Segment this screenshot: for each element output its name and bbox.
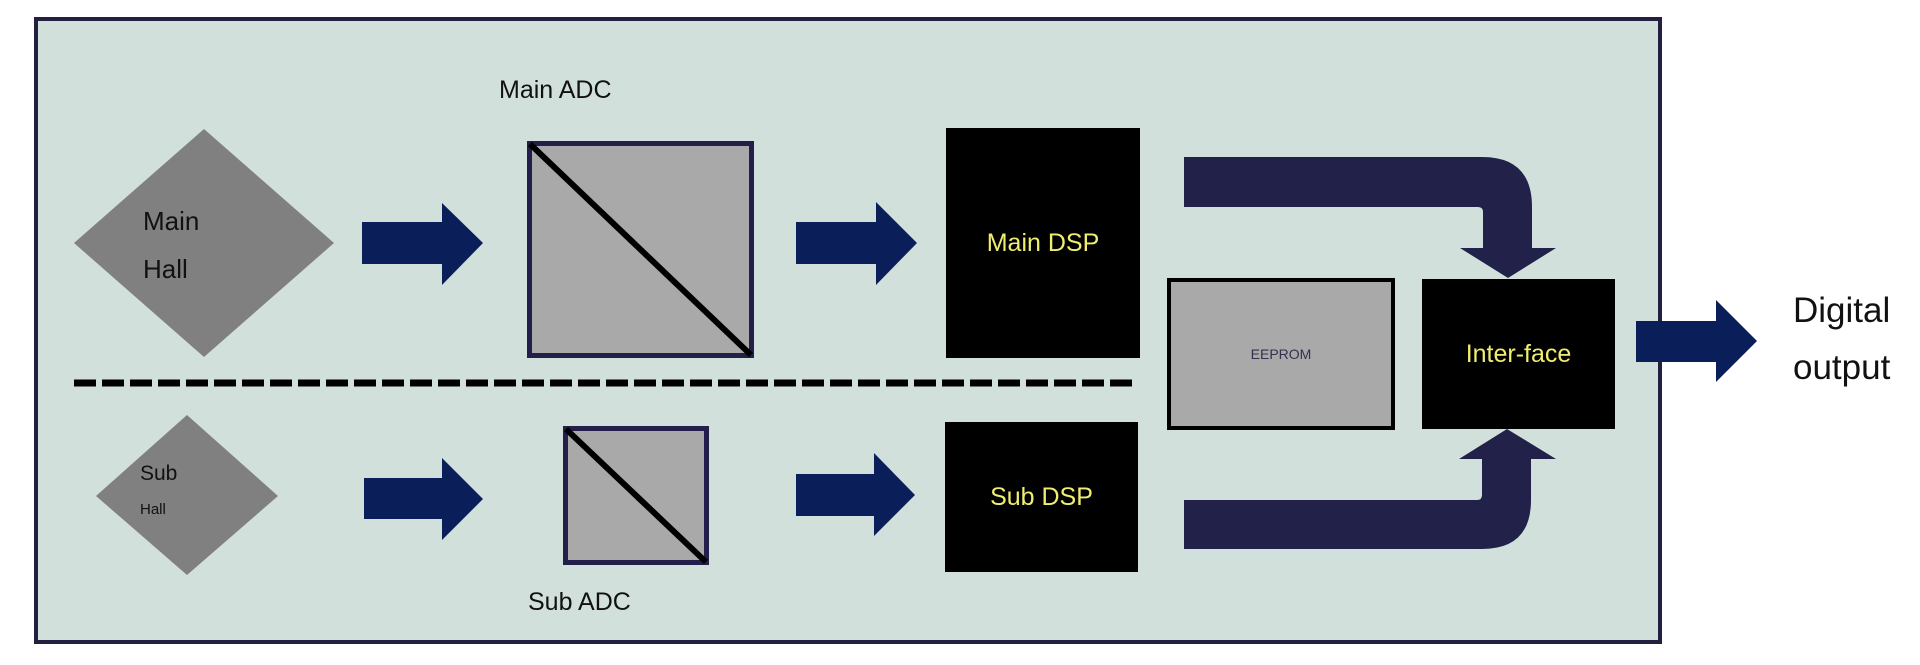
sub-hall-sensor-shape	[96, 415, 278, 575]
interface-label: Inter-face	[1465, 339, 1572, 368]
eeprom-block: EEPROM	[1167, 278, 1395, 430]
sub-hall-label-line2: Hall	[140, 501, 166, 518]
sub-adc-label: Sub ADC	[528, 588, 631, 616]
arrow-interface-to-output	[1636, 300, 1757, 382]
arrow-main-dsp-to-interface	[1184, 157, 1556, 278]
eeprom-label: EEPROM	[1250, 346, 1312, 362]
arrow-sub-adc-to-dsp	[796, 453, 915, 536]
arrow-main-adc-to-dsp	[796, 202, 917, 285]
sub-adc-block	[563, 426, 709, 565]
digital-output-label-line1: Digital	[1793, 291, 1891, 330]
sub-dsp-label: Sub DSP	[990, 482, 1093, 511]
main-hall-label-line2: Hall	[143, 254, 188, 284]
main-dsp-label: Main DSP	[986, 228, 1100, 257]
arrow-sub-sensor-to-adc	[364, 458, 483, 540]
digital-output-label-line2: output	[1793, 348, 1891, 387]
sub-hall-label-line1: Sub	[140, 462, 178, 485]
main-hall-label-line1: Main	[143, 206, 200, 236]
main-adc-block	[527, 141, 754, 358]
main-hall-sensor-shape	[74, 129, 334, 357]
arrow-main-sensor-to-adc	[362, 203, 483, 285]
sub-dsp-block: Sub DSP	[945, 422, 1138, 572]
interface-block: Inter-face	[1422, 279, 1615, 429]
main-adc-label: Main ADC	[499, 76, 612, 104]
main-dsp-block: Main DSP	[946, 128, 1140, 358]
arrow-sub-dsp-to-interface	[1184, 429, 1556, 549]
